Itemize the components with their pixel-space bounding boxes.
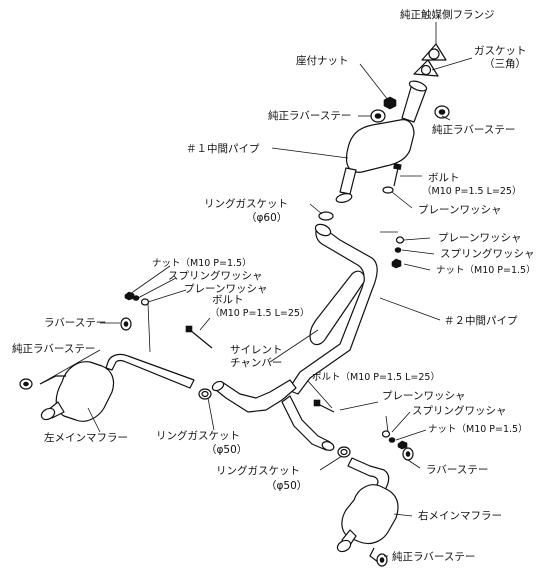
oem-rubber-stay-bottom: [369, 547, 388, 567]
label-bolt-lower: ボルト（M10 P=1.5 L=25）: [312, 371, 440, 383]
ring-gasket-50-right: [337, 446, 351, 458]
ring-gasket-60: [318, 211, 334, 221]
leader-lines: [39, 22, 473, 557]
right-main-muffler: [336, 457, 399, 553]
bolt-top: [393, 163, 402, 187]
label-left-main-muffler: 左メインマフラー: [44, 431, 128, 444]
label-oem-rubber-stay-bottom: 純正ラバーステー: [392, 550, 475, 563]
label-plain-washer-mid: プレーンワッシャ: [438, 232, 521, 244]
label-bolt-top-spec: （M10 P=1.5 L=25）: [422, 185, 521, 197]
no2-mid-pipe: [287, 223, 378, 395]
label-plain-washer-lower: プレーンワッシャ: [382, 390, 465, 402]
label-ring-gasket-60: リングガスケット: [204, 197, 288, 210]
label-bolt-left-spec: （M10 P=1.5 L=25）: [210, 307, 309, 319]
label-silent-chamber-line2: チャンバー: [230, 357, 282, 369]
label-oem-rubber-stay-top-right: 純正ラバーステー: [432, 123, 515, 136]
label-plain-washer-top: プレーンワッシャ: [418, 204, 501, 216]
label-gasket-top-sub: （三角）: [484, 58, 526, 70]
label-ring-gasket-50-left: リングガスケット: [156, 429, 240, 442]
label-bolt-left: ボルト: [212, 294, 244, 306]
ring-gasket-50-left: [198, 388, 212, 400]
label-nut-left: ナット（M10 P=1.5）: [152, 257, 252, 269]
rubber-stay-left: [120, 317, 132, 331]
label-oem-rubber-stay-left: 純正ラバーステー: [12, 342, 95, 355]
y-pipe: [211, 379, 335, 451]
label-spring-washer-mid: スプリングワッシャ: [440, 247, 535, 260]
oem-rubber-stay-top-left: [370, 109, 386, 123]
label-ring-gasket-50-right-size: （φ50）: [266, 480, 307, 492]
label-bolt-top: ボルト: [428, 172, 460, 184]
label-spring-washer-lower: スプリングワッシャ: [412, 404, 507, 417]
plain-washer-top: [382, 186, 394, 194]
label-rubber-stay-left: ラバーステー: [44, 317, 106, 329]
label-ring-gasket-50-left-size: （φ50）: [206, 444, 247, 456]
oem-rubber-stay-left: [19, 375, 66, 390]
part-labels: 純正触媒側フランジ ガスケット （三角） 座付ナット 純正ラバーステー 純正ラバ…: [12, 8, 536, 563]
lower-fasteners: [313, 399, 408, 450]
oem-rubber-stay-top-right: [434, 105, 450, 119]
label-oem-catalyst-flange: 純正触媒側フランジ: [400, 8, 495, 21]
label-nut-lower: ナット（M10 P=1.5）: [428, 423, 528, 435]
seat-nut: [383, 96, 397, 110]
label-right-main-muffler: 右メインマフラー: [418, 509, 502, 522]
label-oem-rubber-stay-top-left: 純正ラバーステー: [268, 109, 351, 122]
label-spring-washer-left: スプリングワッシャ: [168, 269, 263, 282]
label-no2-mid-pipe: ＃２中間パイプ: [444, 314, 518, 327]
left-main-muffler: [40, 353, 195, 422]
rubber-stay-right: [402, 447, 414, 461]
triangle-gasket: [413, 59, 439, 77]
silent-chamber: [309, 270, 365, 346]
label-ring-gasket-50-right: リングガスケット: [216, 464, 300, 477]
label-gasket-top: ガスケット: [474, 45, 527, 57]
mid-fasteners: [391, 236, 405, 269]
label-seat-nut: 座付ナット: [296, 54, 349, 67]
no1-mid-pipe: [335, 80, 428, 203]
oem-catalyst-flange: [421, 43, 447, 61]
label-no1-mid-pipe: ＃１中間パイプ: [186, 142, 260, 155]
left-fasteners: [124, 291, 213, 349]
label-ring-gasket-60-size: （φ60）: [246, 212, 287, 224]
label-silent-chamber-line1: サイレント: [230, 344, 283, 356]
label-nut-mid-right: ナット（M10 P=1.5）: [436, 264, 536, 276]
label-rubber-stay-right: ラバーステー: [426, 464, 488, 476]
label-plain-washer-left: プレーンワッシャ: [184, 283, 267, 295]
